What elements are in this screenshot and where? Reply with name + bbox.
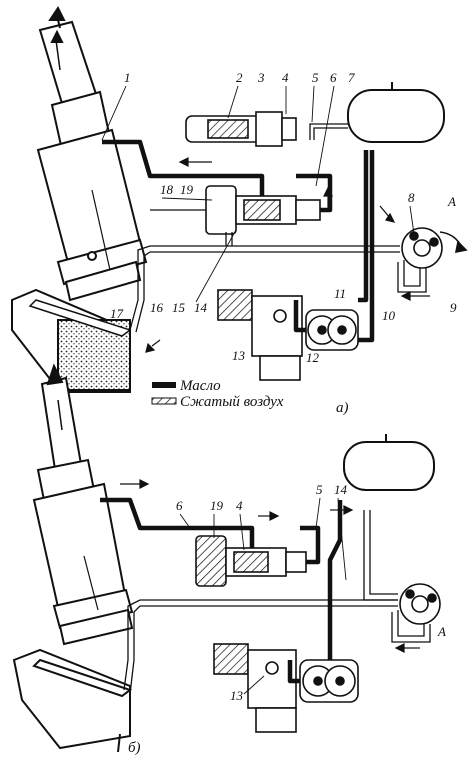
legend-oil-swatch	[152, 382, 176, 388]
callout-leaders-a	[101, 85, 415, 303]
air-compressor-8-9	[401, 227, 468, 269]
callout-14: 14	[194, 300, 208, 315]
oil-tank-b	[12, 648, 133, 753]
callout-8: 8	[408, 190, 415, 205]
callout-leaders-b	[179, 497, 347, 695]
callout-4: 4	[282, 70, 289, 85]
callouts-a: 1 2 3 4 5 6 7 8 9 10 11 12 13 14 15 16 1…	[110, 70, 457, 365]
pump-12	[305, 309, 359, 351]
air-lines-b	[123, 510, 431, 695]
callout-b-14: 14	[334, 482, 348, 497]
legend-air-label: Сжатый воздух	[180, 394, 284, 410]
callout-13: 13	[232, 348, 246, 363]
callout-b-4: 4	[236, 498, 243, 513]
hydraulic-cylinder-b	[32, 363, 134, 646]
oil-tank-17	[11, 288, 132, 393]
air-compressor-b	[399, 583, 441, 625]
callout-15: 15	[172, 300, 186, 315]
pump-b	[299, 659, 359, 703]
callout-5: 5	[312, 70, 319, 85]
callouts-b: 6 19 4 5 14 13 A	[176, 482, 446, 703]
callout-b-6: 6	[176, 498, 183, 513]
callout-10: 10	[382, 308, 396, 323]
callout-18: 18	[160, 182, 174, 197]
diagram-b: 6 19 4 5 14 13 A б)	[12, 363, 446, 756]
pressure-valve-13-b	[213, 643, 297, 733]
legend-air-swatch	[151, 397, 177, 405]
callout-16: 16	[150, 300, 164, 315]
oil-lines-a	[102, 139, 375, 343]
distributor-detail-2-4	[185, 111, 297, 147]
callout-3: 3	[257, 70, 265, 85]
air-reservoir-7	[347, 82, 445, 143]
diagram-a: 1 2 3 4 5 6 7 8 9 10 11 12 13 14 15 16 1…	[11, 6, 468, 416]
pressure-valve-13	[217, 289, 303, 381]
callout-b-5: 5	[316, 482, 323, 497]
callout-b-13: 13	[230, 688, 244, 703]
legend-oil-label: Масло	[179, 378, 221, 394]
control-valve-4-18-19	[150, 185, 321, 235]
callout-A: A	[447, 194, 456, 209]
control-valve-b	[195, 535, 307, 587]
callout-2: 2	[236, 70, 243, 85]
callout-7: 7	[348, 70, 355, 85]
callout-6: 6	[330, 70, 337, 85]
caption-b: б)	[128, 740, 141, 756]
callout-17: 17	[110, 306, 124, 321]
flow-arrows-b	[120, 479, 420, 653]
callout-1: 1	[124, 70, 131, 85]
air-reservoir-b	[343, 434, 435, 491]
air-lines-a	[129, 123, 427, 333]
hydraulic-cylinder-a	[36, 6, 148, 302]
callout-12: 12	[306, 350, 320, 365]
callout-b-19: 19	[210, 498, 224, 513]
callout-b-A: A	[437, 624, 446, 639]
callout-11: 11	[334, 286, 346, 301]
flow-arrows-a	[145, 157, 430, 353]
callout-19: 19	[180, 182, 194, 197]
callout-9: 9	[450, 300, 457, 315]
caption-a: а)	[336, 400, 349, 416]
legend: Масло Сжатый воздух	[151, 378, 284, 410]
